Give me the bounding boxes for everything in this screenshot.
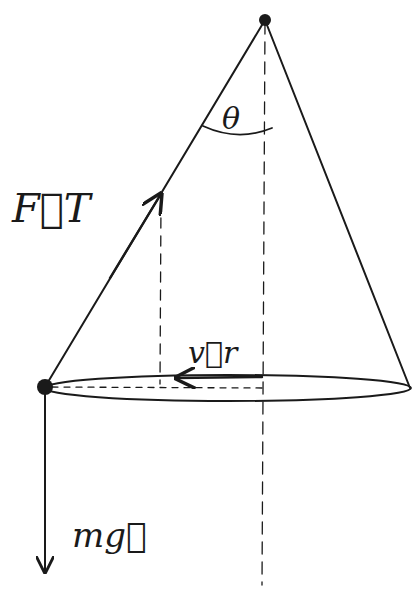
radius-line [50,387,262,388]
velocity-label: v⃗r [188,338,237,368]
angle-label: θ [222,104,240,134]
pivot-point [259,14,271,26]
vertical-axis [262,22,265,585]
force-label: F⃗T [12,188,90,228]
velocity-arrow [176,377,262,378]
weight-arrow [44,392,46,572]
bob-mass [37,379,53,395]
component-line [160,200,161,384]
tension-arrow [110,194,161,278]
circular-path [45,375,411,401]
weight-label: mg⃗ [72,518,146,552]
cone-side [265,20,410,388]
